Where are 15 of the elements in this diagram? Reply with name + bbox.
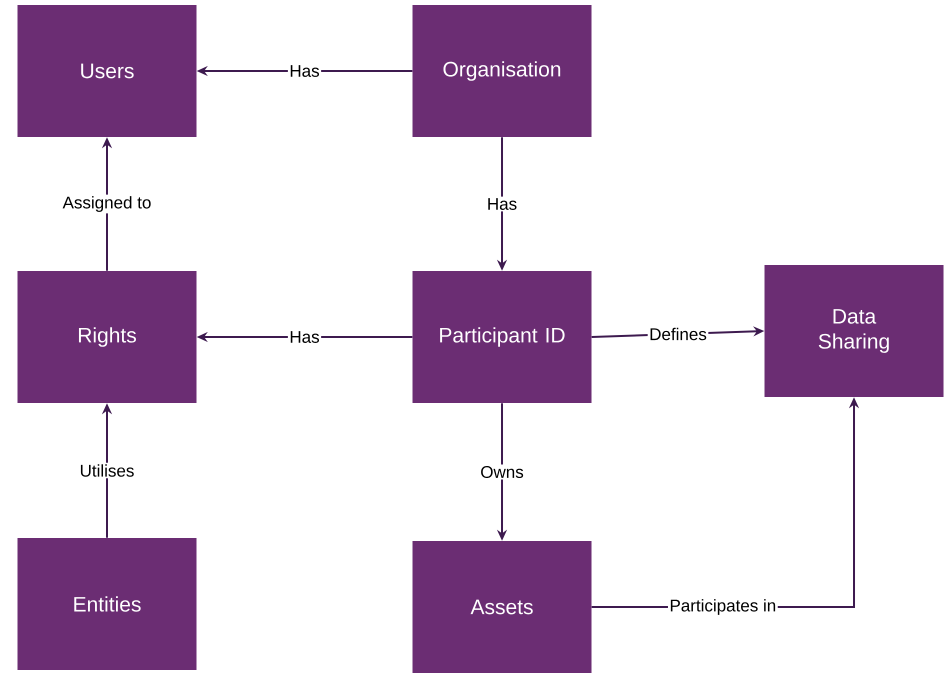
entity-box: Users xyxy=(18,5,196,137)
entity-box: Assets xyxy=(412,541,592,673)
edge-label: Defines xyxy=(648,326,708,342)
entity-box: Data Sharing xyxy=(764,265,944,397)
edge-label: Participates in xyxy=(668,598,778,616)
entity-box: Rights xyxy=(18,271,196,403)
edge-label: Has xyxy=(288,330,322,344)
entity-box: Participant ID xyxy=(412,271,592,403)
edge-label: Utilises xyxy=(78,462,136,478)
edge-label: Owns xyxy=(478,464,526,480)
entity-box: Organisation xyxy=(412,5,592,137)
edge-label: Has xyxy=(485,196,519,212)
edge-label: Assigned to xyxy=(61,194,153,214)
edge-label: Has xyxy=(288,64,322,78)
entity-box: Entities xyxy=(18,538,196,670)
